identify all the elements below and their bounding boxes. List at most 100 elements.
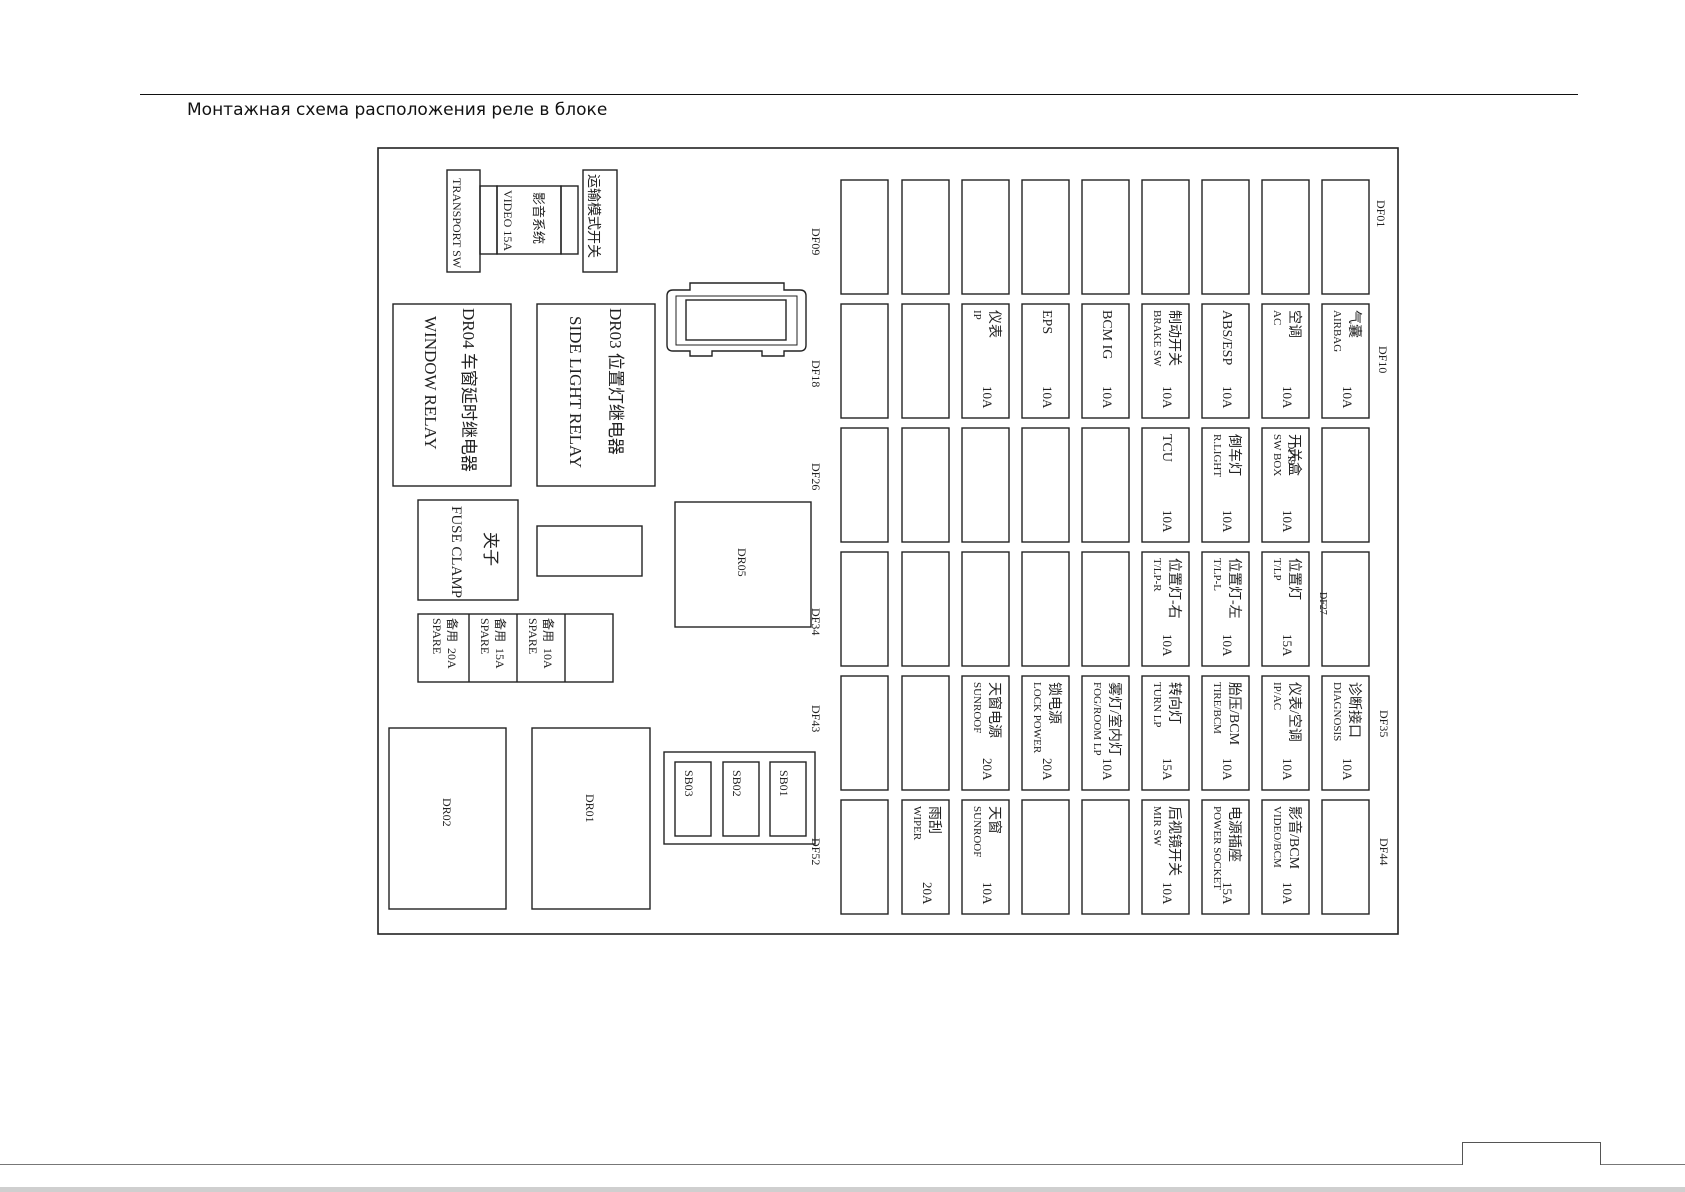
- relay-dr04-en: WINDOW RELAY: [421, 316, 440, 450]
- fuse-cell-c0-r4: [1321, 675, 1370, 791]
- fuse-cn-c0-r1: 气囊: [1346, 310, 1363, 338]
- fuse-cell-c4-r1: [1081, 303, 1130, 419]
- fuse-amp-c1-r5: 10A: [1280, 882, 1295, 905]
- fuse-cell-c5-r1: [1021, 303, 1070, 419]
- fuse-amp-c7-r5: 20A: [920, 882, 935, 905]
- row-label-df44: DF44: [1377, 838, 1391, 865]
- relay-dr01: DR01: [531, 727, 651, 910]
- fuse-cell-c7-r4: [901, 675, 950, 791]
- transport-sw-label: TRANSPORT SW: [450, 178, 464, 269]
- fuse-cn-c3-r4: 转向灯: [1166, 682, 1182, 724]
- fuse-cn-c3-r5: 后视镜开关: [1166, 806, 1182, 876]
- relay-dr05-label: DR05: [735, 548, 749, 577]
- fuse-amp-c4-r1: 10A: [1100, 386, 1115, 409]
- fuse-amp-c1-r4: 10A: [1280, 758, 1295, 781]
- left-row-labels: DF09 DF18 DF26 DF34 DF43 DF52: [809, 228, 823, 865]
- row-label-df34: DF34: [809, 608, 823, 635]
- fuse-cn-c5-r1: EPS: [1039, 310, 1054, 334]
- relay-dr03: DR03 位置灯继电器 SIDE LIGHT RELAY: [536, 303, 656, 487]
- fuse-cell-c1-r3: [1261, 551, 1310, 667]
- fuse-amp-c4-r4: 10A: [1100, 758, 1115, 781]
- fuse-cn-c3-r2: TCU: [1159, 434, 1174, 462]
- spare-20-amp: 20A: [445, 648, 459, 669]
- fuse-en-c6-r4: SUNROOF: [971, 682, 983, 733]
- fuse-en-c3-r3: T/LP-R: [1151, 558, 1163, 592]
- sb01-label: SB01: [777, 770, 791, 797]
- fuse-cell-c5-r2: [1021, 427, 1070, 543]
- row-label-df09: DF09: [809, 228, 823, 255]
- fuse-en-c7-r5: WIPER: [911, 806, 923, 841]
- spare-10-amp: 10A: [541, 648, 555, 669]
- fuse-cn-c1-r4: 仪表/空调: [1286, 682, 1302, 742]
- spare-fuses: 备用 20A SPARE 备用 15A SPARE 备用 10A SPARE: [417, 613, 614, 683]
- fuse-cell-c6-r3: [961, 551, 1010, 667]
- fuse-cell-c5-r3: [1021, 551, 1070, 667]
- fuse-cell-c0-r3: [1321, 551, 1370, 667]
- row-label-df18: DF18: [809, 360, 823, 387]
- fuse-cell-c8-r4: [840, 675, 889, 791]
- fuse-cn-c6-r1: 仪表: [986, 310, 1002, 338]
- fuse-cell-c6-r5: [961, 799, 1010, 915]
- fuse-cell-c5-r5: [1021, 799, 1070, 915]
- fuse-cell-c1-r0: [1261, 179, 1310, 295]
- fuse-en-c1-r1: AC: [1271, 310, 1283, 325]
- fuse-en-c2-r2: R.LIGHT: [1211, 434, 1223, 477]
- row-label-df35: DF35: [1377, 710, 1391, 737]
- right-row-labels: DF01 DF10 DF19 DF27 DF35 DF44: [1285, 200, 1391, 865]
- spare-10-cn: 备用: [541, 618, 555, 642]
- row-label-df26: DF26: [809, 463, 823, 490]
- fuse-cn-c1-r3: 位置灯: [1286, 558, 1302, 600]
- fuse-en-c2-r4: TIRE/BCM: [1211, 682, 1223, 734]
- fuse-amp-c2-r3: 10A: [1220, 634, 1235, 657]
- empty-block: [536, 525, 643, 577]
- fuse-en-c5-r4: LOCK POWER: [1031, 682, 1043, 754]
- fuse-en-c3-r4: TURN LP: [1151, 682, 1163, 728]
- spare-20-cn: 备用: [445, 618, 459, 642]
- fuse-amp-c1-r3: 15A: [1280, 634, 1295, 657]
- fuse-en-c6-r5: SUNROOF: [971, 806, 983, 857]
- fuse-en-c6-r1: IP: [971, 310, 983, 320]
- fuse-cell-c8-r5: [840, 799, 889, 915]
- fuse-cell-c6-r0: [961, 179, 1010, 295]
- fuse-cell-c3-r1: [1141, 303, 1190, 419]
- fuse-cell-c2-r5: [1201, 799, 1250, 915]
- fuse-cell-c0-r0: [1321, 179, 1370, 295]
- fuse-amp-c3-r1: 10A: [1160, 386, 1175, 409]
- spare-15-en: SPARE: [478, 618, 492, 654]
- fuse-cell-c7-r1: [901, 303, 950, 419]
- page-title: Монтажная схема расположения реле в блок…: [187, 100, 608, 120]
- fuse-cn-c1-r1: 空调: [1286, 310, 1302, 338]
- spare-15-cn: 备用: [493, 618, 507, 642]
- fuse-en-c3-r5: MIR SW: [1151, 806, 1163, 847]
- fuse-cell-c4-r0: [1081, 179, 1130, 295]
- relay-dr01-label: DR01: [583, 794, 597, 823]
- fuse-amp-c1-r1: 10A: [1280, 386, 1295, 409]
- fuse-amp-c1-r2: 10A: [1280, 510, 1295, 533]
- fuse-en-c0-r1: AIRBAG: [1331, 310, 1343, 352]
- top-rule: [140, 94, 1578, 95]
- row-label-df01: DF01: [1374, 200, 1388, 227]
- fuse-cell-c3-r0: [1141, 179, 1190, 295]
- fuse-cn-c2-r3: 位置灯-左: [1226, 558, 1242, 619]
- fuse-cn-c7-r5: 雨刮: [926, 806, 942, 834]
- fuse-cell-c3-r5: [1141, 799, 1190, 915]
- fuse-cell-c8-r0: [840, 179, 889, 295]
- fuse-amp-c2-r5: 15A: [1220, 882, 1235, 905]
- fuse-cell-c7-r2: [901, 427, 950, 543]
- sb02-label: SB02: [730, 770, 744, 797]
- fuse-cn-c4-r1: BCM IG: [1099, 310, 1114, 359]
- fuse-amp-c0-r4: 10A: [1340, 758, 1355, 781]
- fuse-cell-c1-r4: [1261, 675, 1310, 791]
- transport-switch-group: TRANSPORT SW VIDEO 15A 影音系统 运输模式开关: [446, 169, 618, 273]
- fuse-cell-c3-r4: [1141, 675, 1190, 791]
- fuse-amp-c6-r4: 20A: [980, 758, 995, 781]
- footer-bar: [0, 1187, 1685, 1192]
- fuse-cell-c4-r4: [1081, 675, 1130, 791]
- fuse-cell-c4-r5: [1081, 799, 1130, 915]
- footer-rule: [0, 1164, 1685, 1165]
- fuse-cn-c5-r4: 锁电源: [1046, 682, 1062, 724]
- fuse-cn-c1-r5: 影音/BCM: [1286, 806, 1303, 870]
- fuse-en-c1-r2: SW BOX: [1271, 434, 1283, 476]
